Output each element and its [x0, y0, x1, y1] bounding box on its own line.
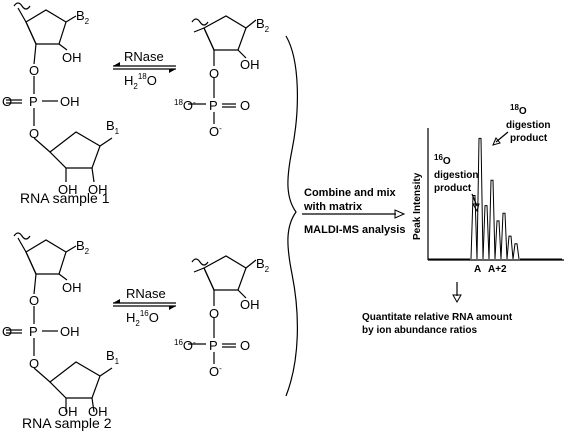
process-line1: Combine and mix: [304, 187, 397, 199]
spectrum-peak: [494, 220, 502, 260]
sample2-b2-label: B2: [76, 238, 90, 256]
sample1-product-isotope-o: 18O-: [174, 98, 196, 113]
o18-pointer-arrow: [492, 131, 509, 146]
sample2-oh-lower-left: OH: [58, 404, 78, 419]
spectrum-peak: [512, 243, 520, 260]
combining-brace: [285, 35, 298, 397]
sample1-o-bridge-lower: O: [29, 126, 39, 141]
spectrum-peak: [476, 137, 484, 260]
spectrum-peak: [506, 235, 514, 260]
o18-annotation-line3: product: [510, 133, 548, 144]
mass-spectrum: [427, 128, 564, 261]
sample1-b2-label: B2: [76, 8, 90, 26]
sample2-label: RNA sample 2: [22, 415, 112, 431]
sample2-product: B2 OH O P 16O- O O-: [174, 255, 270, 379]
sample2-phosphorus: P: [29, 324, 38, 339]
sample2-product-oh: OH: [240, 297, 260, 312]
sample1-product: B2 OH O P 18O- O O-: [174, 15, 270, 139]
sample2-equilibrium-arrow: [113, 299, 176, 310]
sample2-o-double: O: [2, 324, 12, 339]
sample2-dinucleotide: B2 OH O P O OH O B1 OH OH: [2, 232, 120, 419]
o16-pointer-arrow: [471, 193, 480, 213]
sample2-product-isotope-o: 16O-: [174, 338, 196, 353]
spectrum-peaks: [428, 137, 562, 260]
peak-a2-label: A+2: [488, 264, 507, 275]
sample1-o-bridge-upper: O: [29, 63, 39, 78]
sample1-product-o-minus: O-: [209, 124, 222, 139]
result-arrow: [452, 282, 462, 304]
sample1-oh-upper: OH: [62, 50, 82, 65]
o16-annotation-line1: 16O: [434, 153, 451, 167]
sample1-label: RNA sample 1: [20, 190, 110, 206]
sample2-b1-label: B1: [106, 348, 120, 366]
sample2-oh-lower-right: OH: [88, 404, 108, 419]
result-line1: Quantitate relative RNA amount: [362, 312, 513, 323]
sample1-dinucleotide: B2 OH O P O OH O B1 OH OH: [2, 2, 120, 197]
sample2-product-o-minus: O-: [209, 364, 222, 379]
sample2-oh-phosphate: OH: [60, 324, 80, 339]
sample1-water: H218O: [124, 72, 157, 91]
spectrum-peak: [488, 179, 496, 260]
sample2-product-o-double: O: [240, 338, 250, 353]
o18-annotation-line1: 18O: [510, 103, 527, 117]
sample1-oh-phosphate: OH: [60, 94, 80, 109]
sample1-b1-label: B1: [106, 118, 120, 136]
sample1-oh-lower-right: OH: [88, 182, 108, 197]
o18-annotation-line2: digestion: [506, 120, 550, 131]
spectrum-peak: [482, 205, 490, 260]
sample1-product-b2: B2: [256, 16, 270, 34]
sample1-product-o-double: O: [240, 98, 250, 113]
sample2-o-bridge-lower: O: [29, 356, 39, 371]
sample2-oh-upper: OH: [62, 280, 82, 295]
process-line3: MALDI-MS analysis: [304, 224, 405, 236]
sample1-enzyme: RNase: [124, 49, 164, 64]
sample2-product-o: O: [209, 306, 219, 321]
sample1-phosphorus: P: [29, 94, 38, 109]
sample1-o-double: O: [2, 94, 12, 109]
sample1-product-oh: OH: [240, 57, 260, 72]
o16-annotation-line3: product: [434, 183, 472, 194]
process-line2: with matrix: [303, 201, 363, 213]
sample2-o-bridge-upper: O: [29, 293, 39, 308]
sample2-water: H216O: [126, 309, 159, 328]
o16-annotation-line2: digestion: [434, 170, 478, 181]
sample1-equilibrium-arrow: [113, 62, 176, 73]
spectrum-peak: [500, 212, 508, 260]
spectrum-ylabel: Peak Intensity: [412, 172, 423, 240]
sample2-product-p: P: [209, 338, 218, 353]
sample1-oh-lower-left: OH: [58, 182, 78, 197]
sample2-enzyme: RNase: [126, 286, 166, 301]
sample1-product-o: O: [209, 66, 219, 81]
peak-a-label: A: [474, 264, 481, 275]
result-line2: by ion abundance ratios: [362, 325, 477, 336]
process-arrow: [302, 209, 406, 219]
sample1-product-p: P: [209, 98, 218, 113]
sample2-product-b2: B2: [256, 256, 270, 274]
spectrum-peak: [470, 195, 478, 260]
